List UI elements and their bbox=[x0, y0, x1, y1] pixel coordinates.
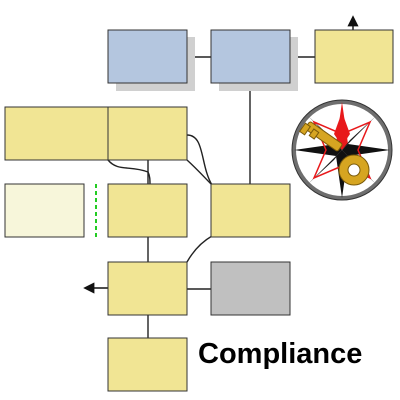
yellow-box-row3-mid bbox=[107, 183, 188, 238]
connector-curve-b bbox=[186, 134, 213, 186]
yellow-box-row3-right bbox=[210, 183, 291, 238]
compass-key-badge-icon bbox=[291, 99, 393, 201]
connectors bbox=[107, 56, 315, 338]
connector-curve-a bbox=[107, 159, 151, 186]
yellow-box-row4-mid bbox=[107, 261, 188, 316]
diagram-caption: Compliance bbox=[198, 338, 363, 370]
connector-diagonal bbox=[186, 235, 213, 263]
light-yellow-box bbox=[4, 183, 85, 238]
yellow-box-wide-left bbox=[4, 106, 109, 161]
yellow-box-top-right bbox=[314, 29, 394, 84]
connector-curve-c bbox=[186, 159, 213, 186]
yellow-box-bottom bbox=[107, 337, 188, 392]
blue-box-1 bbox=[107, 29, 188, 84]
gray-box bbox=[210, 261, 291, 316]
blue-box-2 bbox=[210, 29, 291, 84]
yellow-box-row2-mid bbox=[107, 106, 188, 161]
